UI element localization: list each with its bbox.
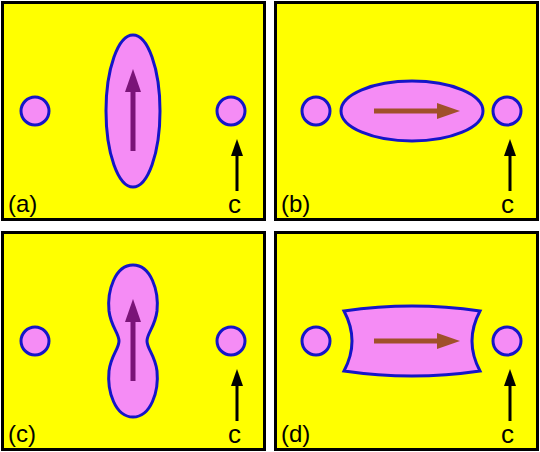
panel-a-figure — [3, 3, 265, 220]
axis-label: c — [501, 421, 514, 447]
axis-label: c — [228, 421, 241, 447]
figure-panel: (c) c — [1, 231, 266, 451]
axis-label: c — [228, 191, 241, 217]
panel-label: (b) — [281, 192, 310, 216]
axis-label: c — [501, 191, 514, 217]
panel-c-figure — [3, 233, 265, 450]
panel-label: (a) — [8, 192, 37, 216]
panel-b-figure — [276, 3, 538, 220]
panel-label: (d) — [281, 422, 310, 446]
figure-panel: (a) c — [1, 1, 266, 221]
figure-panel: (b) c — [274, 1, 539, 221]
panel-d-figure — [276, 233, 538, 450]
figure-panel: (d) c — [274, 231, 539, 451]
panel-label: (c) — [8, 422, 36, 446]
